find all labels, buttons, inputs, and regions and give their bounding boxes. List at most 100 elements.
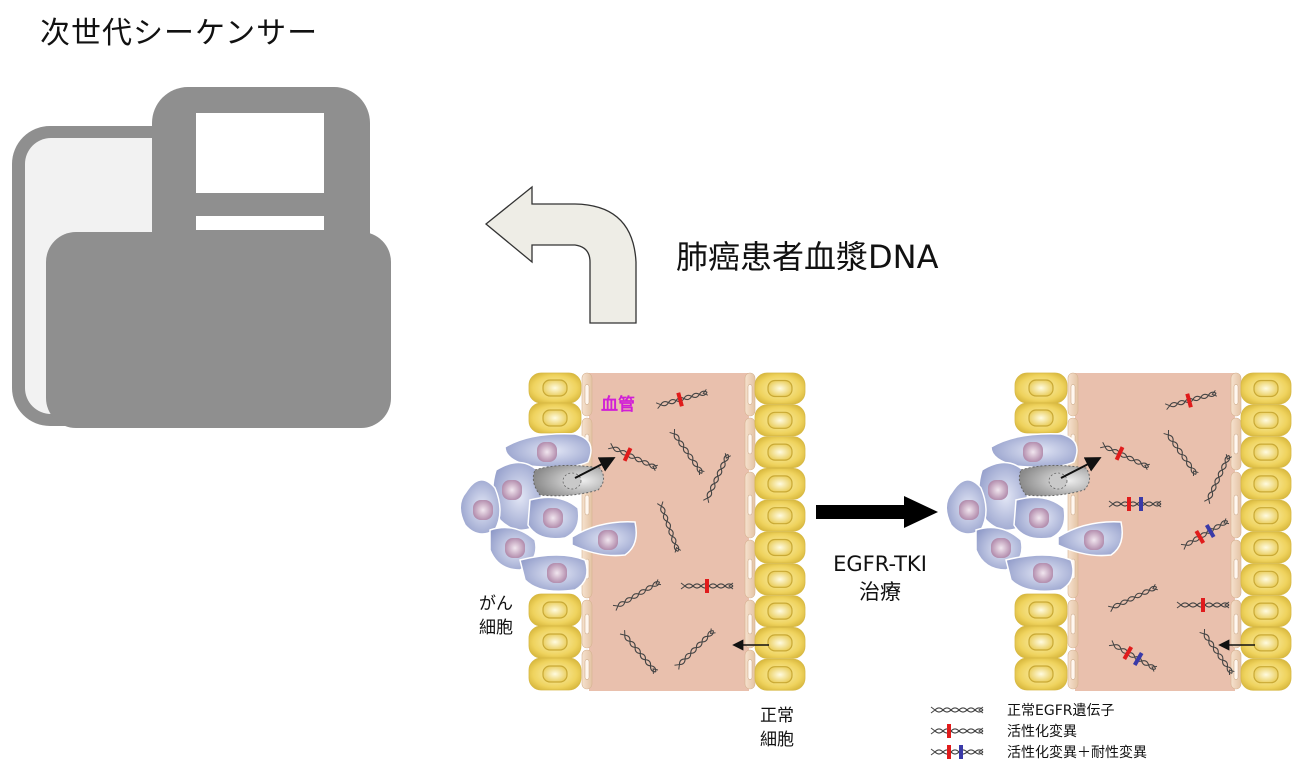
- epithelial-cell: [528, 657, 582, 691]
- endothelial-cell: [1230, 417, 1242, 471]
- cfdna-fragment: [608, 443, 658, 471]
- cfdna-fragment: [1100, 442, 1150, 470]
- endothelial-cell: [581, 372, 593, 417]
- normal-cell-label-line1: 正常: [760, 706, 794, 726]
- cfdna-fragment: [1199, 628, 1235, 676]
- activating-plus-resistance-dna-icon: [935, 744, 979, 760]
- cancer-cell-label: がん 細胞: [479, 592, 513, 640]
- epithelial-cell: [528, 372, 582, 404]
- page-title: 次世代シーケンサー: [40, 16, 319, 51]
- endothelial-cell: [1230, 372, 1242, 417]
- cfdna-fragment: [1108, 640, 1158, 672]
- epithelial-cell: [754, 467, 806, 500]
- activating-mutation-mark: [1194, 529, 1206, 545]
- cfdna-fragment: [1176, 598, 1230, 612]
- activating-mutation-mark: [705, 579, 709, 593]
- cfdna-fragment: [1108, 497, 1162, 511]
- endothelial-cell: [1230, 599, 1242, 649]
- epithelial-cell: [1240, 658, 1292, 691]
- cfdna-fragment: [657, 501, 681, 553]
- legend-item-activating-mutation: 活性化変異: [935, 721, 1077, 741]
- cancer-cell: [1013, 496, 1066, 540]
- epithelial-cell: [754, 531, 806, 564]
- epithelial-cell: [754, 436, 806, 469]
- endothelial-cell: [744, 599, 756, 649]
- cfdna-fragment: [655, 389, 709, 409]
- cancer-cell-label-line1: がん: [479, 594, 513, 614]
- epithelial-cell: [1240, 595, 1292, 627]
- cancer-cell: [571, 521, 637, 557]
- epithelial-cell: [754, 658, 806, 691]
- epithelial-cell: [1240, 531, 1292, 564]
- cancer-cell: [1005, 554, 1074, 592]
- activating-mutation-dna-icon: [935, 723, 979, 739]
- activating-mutation-mark: [1185, 393, 1193, 408]
- cancer-cell: [527, 496, 580, 540]
- legend-item-activating-plus-resistance: 活性化変異＋耐性変異: [935, 742, 1147, 762]
- endothelial-cell: [1230, 471, 1242, 539]
- epithelial-cell: [754, 404, 806, 437]
- vessel-panel-before: [459, 372, 806, 691]
- endothelial-cell: [744, 417, 756, 471]
- activating-mutation-mark: [1122, 645, 1134, 661]
- epithelial-cell: [528, 593, 582, 627]
- legend-item-normal-dna: 正常EGFR遺伝子: [935, 700, 1114, 720]
- cfdna-fragment: [669, 428, 705, 476]
- epithelial-cell: [1240, 372, 1292, 405]
- activating-mutation-mark: [1127, 497, 1131, 511]
- endothelial-cell: [744, 649, 756, 690]
- resistance-mutation-mark: [1204, 523, 1216, 539]
- epithelial-cell: [1240, 499, 1292, 532]
- cfdna-fragment: [612, 579, 662, 611]
- apoptotic-cell: [1018, 464, 1090, 497]
- legend-label: 活性化変異＋耐性変異: [1007, 745, 1147, 761]
- cfdna-fragment: [703, 453, 731, 503]
- endothelial-cell: [744, 471, 756, 539]
- endothelial-cell: [1067, 372, 1079, 417]
- cfdna-fragment: [674, 628, 716, 670]
- endothelial-cell: [581, 599, 593, 649]
- normal-dna-icon: [935, 702, 979, 718]
- epithelial-cell: [528, 402, 582, 434]
- endothelial-cell: [744, 539, 756, 599]
- epithelial-cell: [754, 595, 806, 627]
- curved-arrow-icon: [484, 185, 637, 324]
- normal-cell-label: 正常 細胞: [760, 704, 794, 752]
- treatment-label-line2: 治療: [859, 580, 901, 604]
- epithelial-cell: [1014, 657, 1068, 691]
- release-arrow-icon: [1060, 457, 1102, 479]
- cfdna-fragment: [680, 579, 734, 593]
- epithelial-cell: [1240, 563, 1292, 596]
- legend-symbols: [930, 706, 984, 759]
- epithelial-cell: [1240, 404, 1292, 437]
- epithelial-cell: [754, 627, 806, 659]
- legend-label: 活性化変異: [1007, 724, 1077, 740]
- activating-mutation-mark: [1201, 598, 1205, 612]
- endothelial-cell: [581, 649, 593, 690]
- release-arrow-icon: [574, 457, 616, 479]
- treatment-arrow-icon: [816, 496, 938, 528]
- treatment-label-line1: EGFR-TKI: [833, 552, 927, 576]
- cfdna-fragment: [1164, 390, 1218, 410]
- cancer-cell: [1057, 521, 1123, 557]
- epithelial-cell: [1240, 436, 1292, 469]
- cfdna-fragment: [1204, 454, 1232, 504]
- treatment-label: EGFR-TKI 治療: [820, 550, 940, 606]
- endothelial-cell: [1067, 599, 1079, 649]
- plasma-dna-label: 肺癌患者血漿DNA: [676, 238, 939, 276]
- epithelial-cell: [1240, 467, 1292, 500]
- cfdna-fragment: [1180, 518, 1230, 550]
- activating-mutation-mark: [1114, 446, 1125, 461]
- activating-mutation-mark: [676, 392, 684, 407]
- normal-cell-label-line2: 細胞: [760, 730, 794, 750]
- cancer-cell: [519, 554, 588, 592]
- resistance-mutation-mark: [1132, 651, 1144, 667]
- cancer-cell-label-line2: 細胞: [479, 618, 513, 638]
- endothelial-cell: [1230, 649, 1242, 690]
- cfdna-fragment: [930, 724, 984, 738]
- vessel-panel-after: [945, 372, 1292, 691]
- legend-label: 正常EGFR遺伝子: [1007, 703, 1115, 719]
- cancer-cell: [990, 433, 1078, 469]
- epithelial-cell: [1240, 627, 1292, 659]
